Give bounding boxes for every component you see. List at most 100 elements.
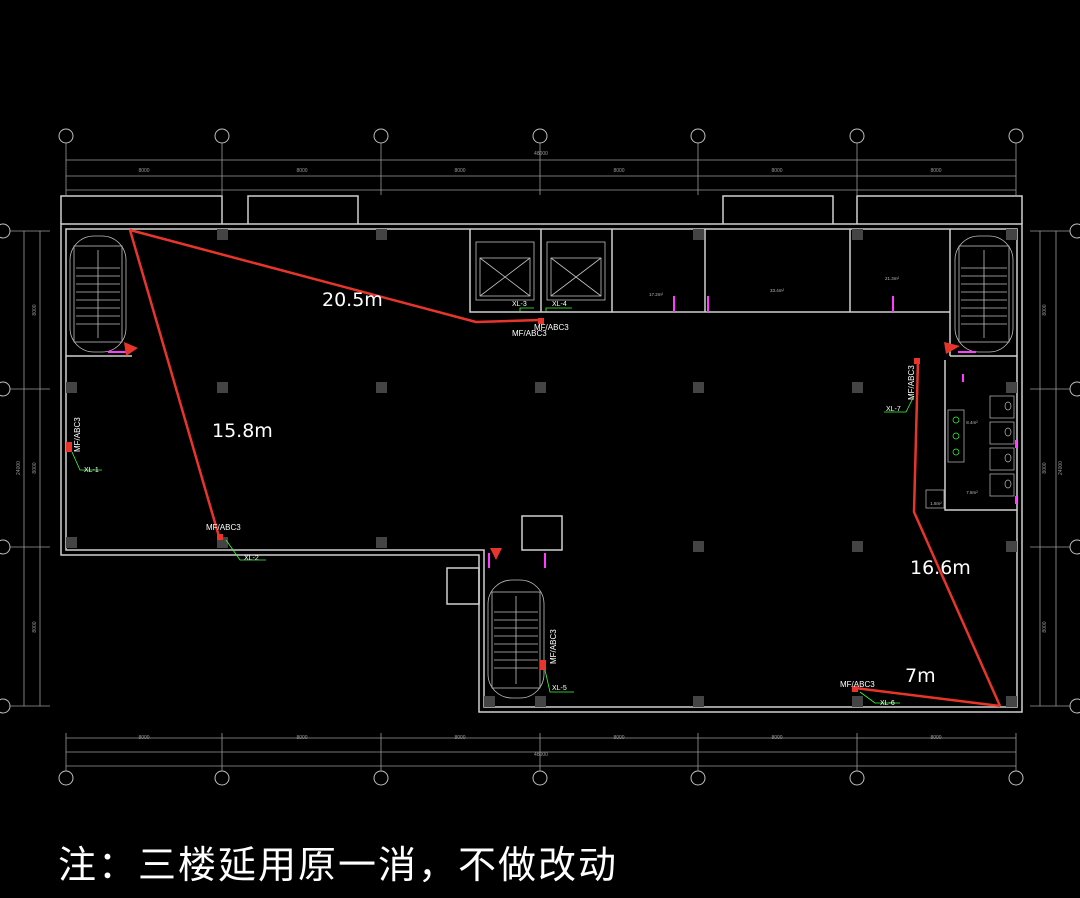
extinguisher-icon (217, 534, 223, 540)
dim-right-3: 8000 (1042, 621, 1048, 632)
hydrant-label: XL-2 (244, 555, 259, 562)
overall-dim-right: 24000 (1058, 461, 1064, 475)
drawing-note: 注：三楼延用原一消，不做改动 (58, 843, 619, 887)
extinguisher-markers (66, 318, 920, 692)
hydrant-label: XL-4 (552, 301, 567, 308)
axis-bubble-left-B (0, 381, 11, 397)
dim-top-6: 8000 (930, 168, 941, 174)
dim-bottom-6: 8000 (930, 735, 941, 741)
axis-bubble-right-D (1069, 698, 1080, 714)
dim-left-1: 8000 (32, 304, 38, 315)
outer-wall (60, 223, 1023, 713)
dim-top-5: 8000 (771, 168, 782, 174)
path-15-8m (128, 229, 222, 541)
dim-top-1: 8000 (138, 168, 149, 174)
toilet-fixtures (925, 395, 1015, 509)
distance-labels: 20.5m 15.8m 16.6m 7m (212, 289, 971, 687)
dim-left-3: 8000 (32, 621, 38, 632)
distance-label-20-5m: 20.5m (322, 289, 383, 311)
room-area-1: 17.2m² (649, 292, 664, 297)
extinguisher-labels: MF/ABC3 MF/ABC3 MF/ABC3 MF/ABC3 MF/ABC3 … (73, 323, 916, 689)
axis-bubble-right-A (1069, 223, 1080, 239)
wall-top-block-2 (247, 195, 359, 224)
dim-top-4: 8000 (613, 168, 624, 174)
hydrant-label: XL-6 (880, 700, 895, 707)
elevators (475, 241, 606, 301)
wall-top-block-3 (722, 195, 834, 224)
extinguisher-icon (66, 442, 72, 452)
dim-left-2: 8000 (32, 462, 38, 473)
extinguisher-icon (914, 358, 920, 364)
axis-bubble-top-1 (58, 128, 74, 144)
extinguisher-label: MF/ABC3 (840, 680, 875, 689)
hydrant-leaders (71, 307, 915, 704)
axis-bubble-bottom-6 (849, 770, 865, 786)
shaft-block (521, 515, 563, 551)
room-area-5: 7.8m² (966, 490, 978, 495)
dim-bottom-4: 8000 (613, 735, 624, 741)
axis-bubble-left-D (0, 698, 11, 714)
extinguisher-label: MF/ABC3 (512, 329, 547, 338)
axis-bubble-top-7 (1008, 128, 1024, 144)
overall-dim-left: 24000 (16, 461, 22, 475)
axis-bubble-left-C (0, 539, 11, 555)
axis-bubble-bottom-2 (214, 770, 230, 786)
dimension-lines (10, 143, 1070, 771)
dim-top-2: 8000 (296, 168, 307, 174)
room-labels: 17.2m² 33.4m² 21.3m² 8.4m² 7.8m² 1.8m² (649, 276, 978, 506)
stair-right (954, 235, 1014, 353)
building-walls (60, 195, 1023, 713)
structural-columns (66, 229, 1017, 707)
axis-bubble-right-C (1069, 539, 1080, 555)
axis-bubble-top-5 (690, 128, 706, 144)
arrow-icon (490, 548, 502, 560)
dim-bottom-5: 8000 (771, 735, 782, 741)
distance-label-7m: 7m (905, 665, 936, 687)
doors (108, 296, 1017, 568)
exit-arrows (124, 342, 960, 560)
dim-right-2: 8000 (1042, 462, 1048, 473)
extinguisher-label: MF/ABC3 (907, 365, 916, 400)
axis-bubble-bottom-1 (58, 770, 74, 786)
axis-bubble-bottom-3 (373, 770, 389, 786)
path-7m (854, 686, 1001, 708)
room-area-4: 8.4m² (966, 420, 978, 425)
extinguisher-label: MF/ABC3 (534, 323, 569, 332)
dimension-texts: 48000 8000 8000 8000 8000 8000 8000 8000… (16, 151, 1064, 758)
room-area-2: 33.4m² (770, 288, 785, 293)
dim-bottom-2: 8000 (296, 735, 307, 741)
extinguisher-icon (538, 318, 544, 324)
extinguisher-label: MF/ABC3 (549, 629, 558, 664)
axis-bubble-left-A (0, 223, 11, 239)
extinguisher-icon (540, 660, 546, 670)
axis-bubble-top-4 (532, 128, 548, 144)
extinguisher-label: MF/ABC3 (73, 417, 82, 452)
axis-bubble-top-2 (214, 128, 230, 144)
distance-label-15-8m: 15.8m (212, 420, 273, 442)
axis-bubble-bottom-7 (1008, 770, 1024, 786)
arrow-icon (944, 342, 960, 354)
stair-bottom (487, 579, 545, 699)
hydrant-label: XL-7 (886, 406, 901, 413)
distance-label-16-6m: 16.6m (910, 557, 971, 579)
extinguisher-label: MF/ABC3 (206, 523, 241, 532)
distance-paths (128, 228, 1002, 708)
toilet-wall (944, 360, 1017, 511)
axis-bubble-top-3 (373, 128, 389, 144)
room-area-6: 1.8m² (930, 501, 942, 506)
room-area-3: 21.3m² (885, 276, 900, 281)
extinguisher-icon (852, 686, 858, 692)
hydrant-label: XL-5 (552, 685, 567, 692)
stair-left (69, 235, 127, 353)
overall-dim-bottom: 48000 (534, 752, 548, 758)
axis-bubble-top-6 (849, 128, 865, 144)
path-16-6m (912, 359, 1002, 707)
path-20-5m (129, 228, 541, 324)
overall-dim-top: 48000 (534, 151, 548, 157)
outside-pit (446, 567, 480, 605)
arrow-icon (124, 342, 138, 356)
floor-plan: 48000 8000 8000 8000 8000 8000 8000 8000… (0, 128, 1080, 786)
dim-right-1: 8000 (1042, 304, 1048, 315)
wall-top-left-block (60, 195, 223, 224)
hydrant-labels: XL-1 XL-2 XL-3 XL-4 XL-5 XL-6 XL-7 (84, 301, 901, 707)
